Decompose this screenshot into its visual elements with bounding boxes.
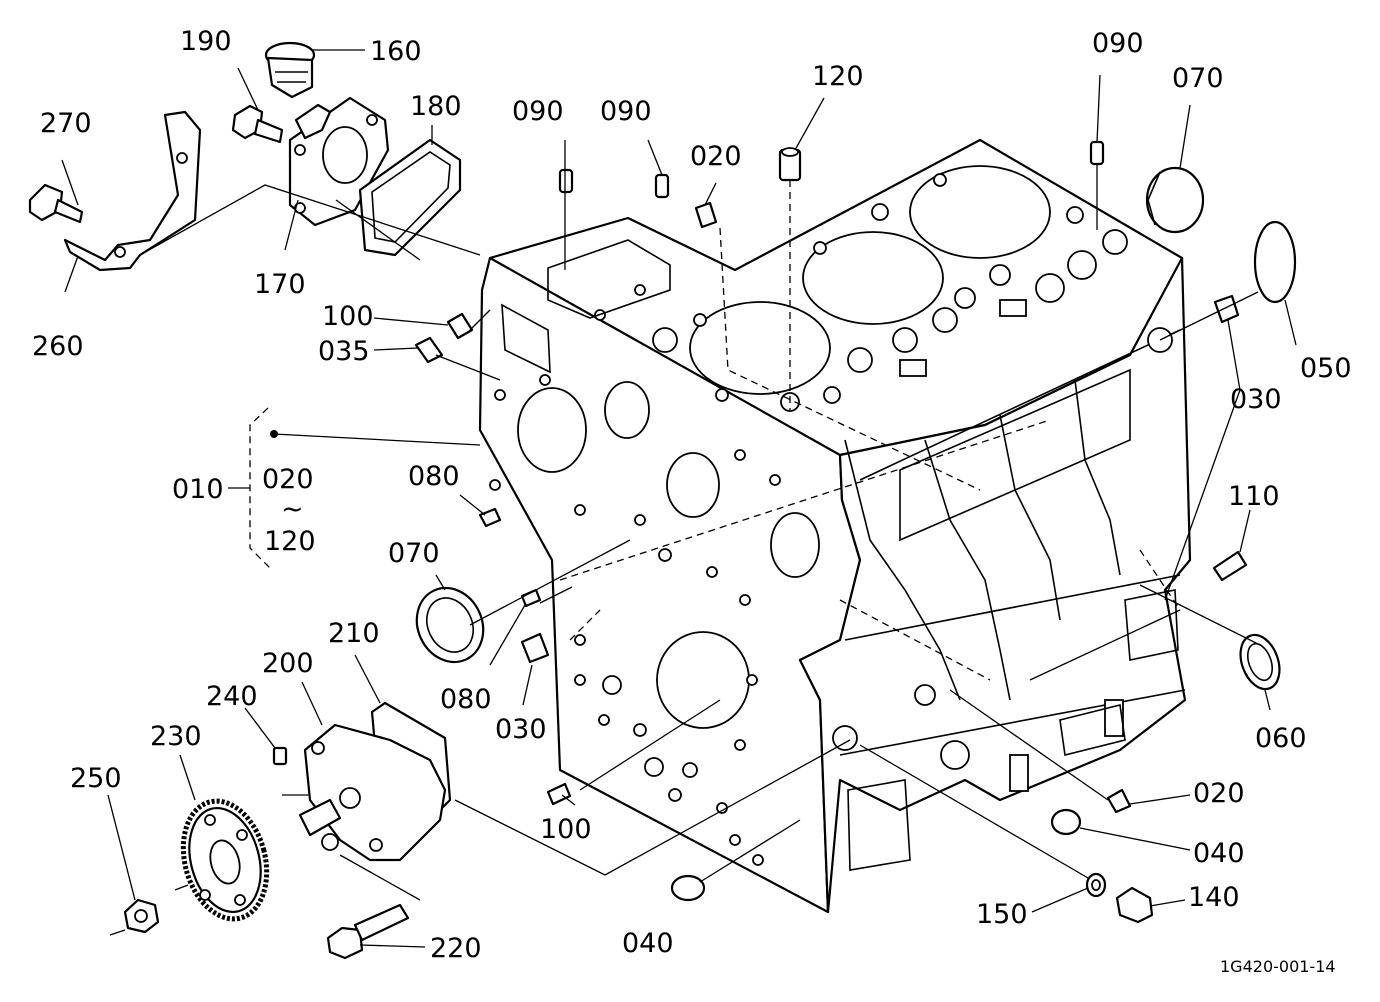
part-150-washer [1085, 872, 1107, 898]
label-060: 060 [1255, 723, 1307, 754]
part-080-pin-a [478, 507, 502, 528]
part-270-bolt [28, 183, 84, 224]
label-020-range: 020 [262, 464, 314, 495]
label-230: 230 [150, 721, 202, 752]
part-200-oil-pump [298, 723, 447, 862]
part-040-plug-left [670, 874, 706, 902]
part-140-plug [1115, 886, 1154, 924]
part-040-plug-right [1050, 808, 1082, 836]
label-190: 190 [180, 26, 232, 57]
part-060-seal [1239, 633, 1281, 691]
label-040-right: 040 [1193, 838, 1245, 869]
part-240-key [272, 746, 288, 766]
part-070-seal-left [415, 586, 485, 664]
part-220-relief-valve [326, 903, 410, 960]
label-090-b: 090 [600, 96, 652, 127]
label-170: 170 [254, 269, 306, 300]
part-020-plug-bottom [1106, 788, 1132, 814]
label-030-right: 030 [1230, 384, 1282, 415]
label-090-c: 090 [1092, 28, 1144, 59]
cylinder-block [478, 138, 1192, 914]
part-090-pin-c [1089, 140, 1105, 166]
part-180-gasket [358, 138, 462, 257]
part-050-plate [1253, 220, 1297, 304]
label-070-left: 070 [388, 538, 440, 569]
label-150: 150 [976, 899, 1028, 930]
part-260-bracket [63, 110, 202, 272]
part-070-cap-top [1145, 166, 1205, 234]
label-090-a: 090 [512, 96, 564, 127]
part-030-plug-right [1213, 294, 1240, 324]
label-010: 010 [172, 474, 224, 505]
label-100-top: 100 [322, 301, 374, 332]
label-250: 250 [70, 763, 122, 794]
label-120-range: 120 [264, 526, 316, 557]
part-labels: 010 020 ~ 120 270 260 190 160 180 170 09… [32, 26, 1352, 976]
part-035-plug [414, 336, 444, 364]
label-220: 220 [430, 933, 482, 964]
label-range-tilde: ~ [281, 494, 304, 525]
label-270: 270 [40, 108, 92, 139]
hidden-lines [559, 180, 1181, 681]
label-260: 260 [32, 331, 84, 362]
range-bracket-010 [228, 407, 278, 569]
label-030-front: 030 [495, 714, 547, 745]
label-110: 110 [1228, 481, 1280, 512]
label-240: 240 [206, 681, 258, 712]
part-100-pin-bottom [546, 782, 572, 806]
label-040-left: 040 [622, 928, 674, 959]
part-230-gear [180, 798, 270, 922]
leader-lines [61, 49, 1297, 948]
label-100-bottom: 100 [540, 814, 592, 845]
label-070-top: 070 [1172, 63, 1224, 94]
label-120-top: 120 [812, 61, 864, 92]
part-030-plug-front [520, 632, 550, 664]
part-190-bolt [231, 104, 284, 144]
part-090-pin-a [558, 168, 574, 194]
part-250-nut [123, 898, 160, 934]
part-090-pin-b [654, 173, 670, 199]
label-080-a: 080 [408, 461, 460, 492]
label-035: 035 [318, 336, 370, 367]
figure-reference: 1G420-001-14 [1220, 957, 1336, 976]
part-020-plug-top [694, 201, 718, 229]
label-020-top: 020 [690, 141, 742, 172]
label-140: 140 [1188, 882, 1240, 913]
label-180: 180 [410, 91, 462, 122]
label-020-bottom: 020 [1193, 778, 1245, 809]
part-110-pin [1212, 550, 1248, 582]
part-100-pin-top [446, 312, 474, 340]
label-050: 050 [1300, 353, 1352, 384]
label-200: 200 [262, 648, 314, 679]
part-160-plug [264, 41, 316, 99]
part-120-pipe [778, 147, 802, 182]
label-080-b: 080 [440, 684, 492, 715]
label-160: 160 [370, 36, 422, 67]
label-210: 210 [328, 618, 380, 649]
